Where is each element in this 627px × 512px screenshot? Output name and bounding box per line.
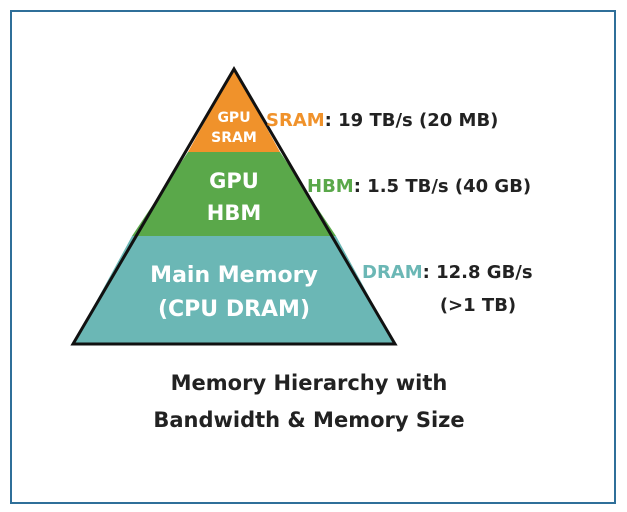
sram-label: SRAM: 19 TB/s (20 MB) xyxy=(266,110,498,131)
caption-line2: Bandwidth & Memory Size xyxy=(153,408,464,432)
sram-label-value: : 19 TB/s (20 MB) xyxy=(325,110,499,131)
sram-tier-line2: SRAM xyxy=(211,130,257,146)
dram-label: DRAM: 12.8 GB/s xyxy=(362,262,533,283)
dram-tier-line2: (CPU DRAM) xyxy=(158,297,310,322)
sram-label-name: SRAM xyxy=(266,110,325,131)
sram-tier-line1: GPU xyxy=(217,110,250,126)
pyramid-tier-hbm xyxy=(132,152,336,236)
dram-label-value: : 12.8 GB/s xyxy=(423,262,533,283)
pyramid-tier-dram xyxy=(73,236,395,344)
pyramid-outline xyxy=(70,66,398,346)
pyramid-tier-sram xyxy=(188,69,280,152)
hbm-label-name: HBM xyxy=(307,176,354,197)
dram-tier-line1: Main Memory xyxy=(150,263,318,288)
caption-line1: Memory Hierarchy with xyxy=(171,371,448,395)
dram-label-size: (>1 TB) xyxy=(440,295,516,316)
hbm-tier-line2: HBM xyxy=(207,201,261,225)
hbm-tier-line1: GPU xyxy=(209,169,259,193)
hbm-label-value: : 1.5 TB/s (40 GB) xyxy=(354,176,531,197)
dram-label-name: DRAM xyxy=(362,262,423,283)
hbm-label: HBM: 1.5 TB/s (40 GB) xyxy=(307,176,531,197)
